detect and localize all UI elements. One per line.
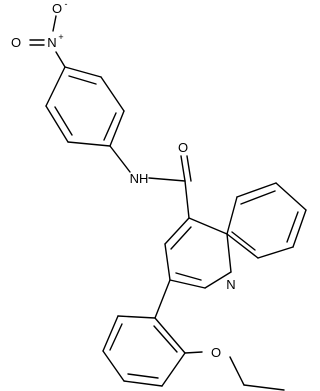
ring-bond xyxy=(45,105,69,143)
ring-bond xyxy=(123,380,163,387)
nitrophenyl-ring xyxy=(45,66,125,147)
ring-double-bond xyxy=(103,112,117,141)
ring-bond xyxy=(292,209,307,248)
ring-double-bond xyxy=(68,75,97,85)
amide-group xyxy=(109,145,192,219)
ring-bond xyxy=(154,317,186,354)
ethoxy-group xyxy=(184,351,285,391)
atom-label-quinoline-N: N xyxy=(226,277,235,292)
atom-charge-nitro-O-top: - xyxy=(65,0,68,9)
ring-bond xyxy=(102,350,125,382)
nitro-group xyxy=(29,15,66,68)
ring-bond xyxy=(64,66,102,78)
bond-O-CH2 xyxy=(229,356,245,386)
ring-bond xyxy=(226,196,238,235)
ethoxyphenyl-ring xyxy=(102,279,186,387)
ring-bond xyxy=(45,66,66,107)
ring-bond xyxy=(100,76,125,112)
ring-bond xyxy=(226,233,259,259)
atom-label-nitro-N: N xyxy=(47,35,56,50)
bond-CO-2 xyxy=(186,155,192,182)
atom-label-ether-O: O xyxy=(211,345,221,360)
ring-double-bond xyxy=(231,231,256,251)
ring-bond xyxy=(204,271,232,289)
molecule-structure-diagram: O - N + O NH O N O xyxy=(11,0,307,391)
ring-double-bond xyxy=(153,325,178,353)
atom-charge-nitro-N: + xyxy=(58,32,63,42)
bond-NH-carbonylC xyxy=(148,177,186,182)
quinoline-pyridine-ring xyxy=(164,217,232,289)
ring-bond xyxy=(161,352,186,387)
bond-carbonylC-C4 xyxy=(184,180,190,219)
ring-double-bond xyxy=(175,272,202,281)
bond-CO-1 xyxy=(180,155,186,182)
ring-bond xyxy=(236,182,277,198)
ring-double-bond xyxy=(109,323,123,351)
bond-ring-O xyxy=(184,351,203,354)
ring-bond xyxy=(164,217,190,245)
ring-double-bond xyxy=(170,226,192,250)
atom-label-carbonyl-O: O xyxy=(178,140,188,155)
bond-ring-NH xyxy=(109,145,131,173)
quinoline-benzo-ring xyxy=(226,182,307,259)
ring-bond xyxy=(169,279,206,289)
bond-nitroN-ring xyxy=(55,51,66,68)
atom-label-nitro-O-side: O xyxy=(11,35,21,50)
ring-double-bond xyxy=(127,373,159,379)
ring-bond xyxy=(164,243,171,281)
ring-bond xyxy=(226,233,232,273)
atom-label-nitro-O-top: O xyxy=(52,1,62,16)
ring-double-bond xyxy=(240,190,276,205)
ring-bond xyxy=(67,141,111,147)
bond-nitroN-Otop xyxy=(52,15,57,32)
ring-bond xyxy=(102,315,119,352)
atom-labels: O - N + O NH O N O xyxy=(11,0,236,360)
ring-bond xyxy=(117,315,156,319)
bond-CH2-CH3 xyxy=(243,384,285,391)
atom-label-amide-NH: NH xyxy=(130,171,149,186)
ring-bond xyxy=(275,182,307,211)
ring-double-bond xyxy=(286,211,299,243)
bond-C2-phenyl xyxy=(154,279,171,319)
ring-bond xyxy=(109,110,125,147)
ring-bond xyxy=(257,246,294,259)
ring-bond xyxy=(188,217,228,235)
ring-double-bond xyxy=(54,106,73,136)
